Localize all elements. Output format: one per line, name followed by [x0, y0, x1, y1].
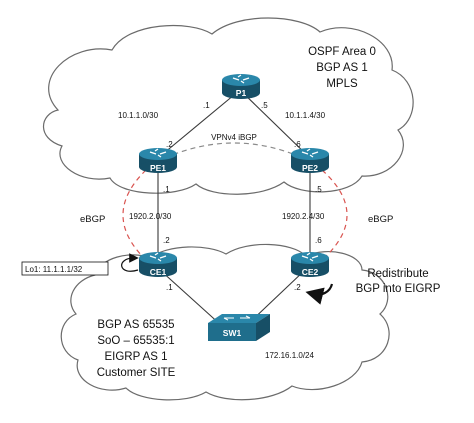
switch-label-sw1: SW1: [223, 328, 242, 338]
link-p1-pe2: [239, 89, 311, 159]
top-cloud: [43, 17, 414, 195]
redistribute-line-2: BGP into EIGRP: [356, 283, 441, 295]
iface-ce1-lan: .1: [166, 283, 173, 292]
subnet-pe1-ce1: 1920.2.0/30: [129, 212, 172, 221]
router-p1: P1: [222, 74, 260, 99]
subnet-p1-pe1: 10.1.1.0/30: [118, 111, 159, 120]
vpnv4-label: VPNv4 iBGP: [211, 133, 257, 142]
iface-pe2-down: .5: [315, 185, 322, 194]
iface-p1-to-pe2: .5: [261, 101, 268, 110]
site-info-line-2: SoO – 65535:1: [97, 335, 174, 347]
router-ce2: CE2: [291, 252, 329, 277]
ebgp-session-left: [122, 169, 147, 261]
router-label-ce2: CE2: [302, 267, 319, 277]
cloud-title-line-3: MPLS: [326, 78, 358, 90]
switch-sw1: SW1: [208, 314, 270, 341]
ebgp-session-right: [321, 169, 348, 261]
redistribute-arrow: [305, 283, 334, 305]
router-pe1: PE1: [139, 148, 177, 173]
router-label-p1: P1: [236, 88, 247, 98]
router-label-pe2: PE2: [302, 163, 318, 173]
link-p1-pe1: [157, 89, 241, 159]
iface-pe2-to-p1: .6: [294, 140, 301, 149]
cloud-title-line-2: BGP AS 1: [316, 62, 368, 74]
site-info-line-1: BGP AS 65535: [97, 319, 174, 331]
subnet-pe2-ce2: 1920.2.4/30: [282, 212, 325, 221]
site-info-line-4: Customer SITE: [97, 367, 176, 379]
subnet-lan: 172.16.1.0/24: [265, 351, 314, 360]
router-label-pe1: PE1: [150, 163, 166, 173]
ebgp-label-left: eBGP: [80, 214, 105, 225]
router-label-ce1: CE1: [150, 267, 167, 277]
link-ce1-sw1: [159, 269, 223, 327]
iface-ce1-up: .2: [163, 236, 170, 245]
ibgp-session: [164, 142, 304, 159]
iface-p1-to-pe1: .1: [203, 101, 210, 110]
bottom-cloud: [60, 243, 390, 401]
iface-pe1-to-p1: .2: [166, 140, 173, 149]
iface-pe1-down: .1: [163, 185, 170, 194]
subnet-p1-pe2: 10.1.1.4/30: [285, 111, 326, 120]
iface-ce2-lan: .2: [294, 283, 301, 292]
router-ce1: CE1: [139, 252, 177, 277]
cloud-title-line-1: OSPF Area 0: [308, 46, 376, 58]
router-pe2: PE2: [291, 148, 329, 173]
lo1-label: Lo1: 11.1.1.1/32: [25, 265, 83, 274]
ebgp-label-right: eBGP: [368, 214, 393, 225]
lo1-loop-icon: [121, 253, 139, 272]
redistribute-line-1: Redistribute: [367, 268, 428, 280]
site-info-line-3: EIGRP AS 1: [104, 351, 167, 363]
lo1-box: [21, 261, 109, 276]
iface-ce2-up: .6: [315, 236, 322, 245]
